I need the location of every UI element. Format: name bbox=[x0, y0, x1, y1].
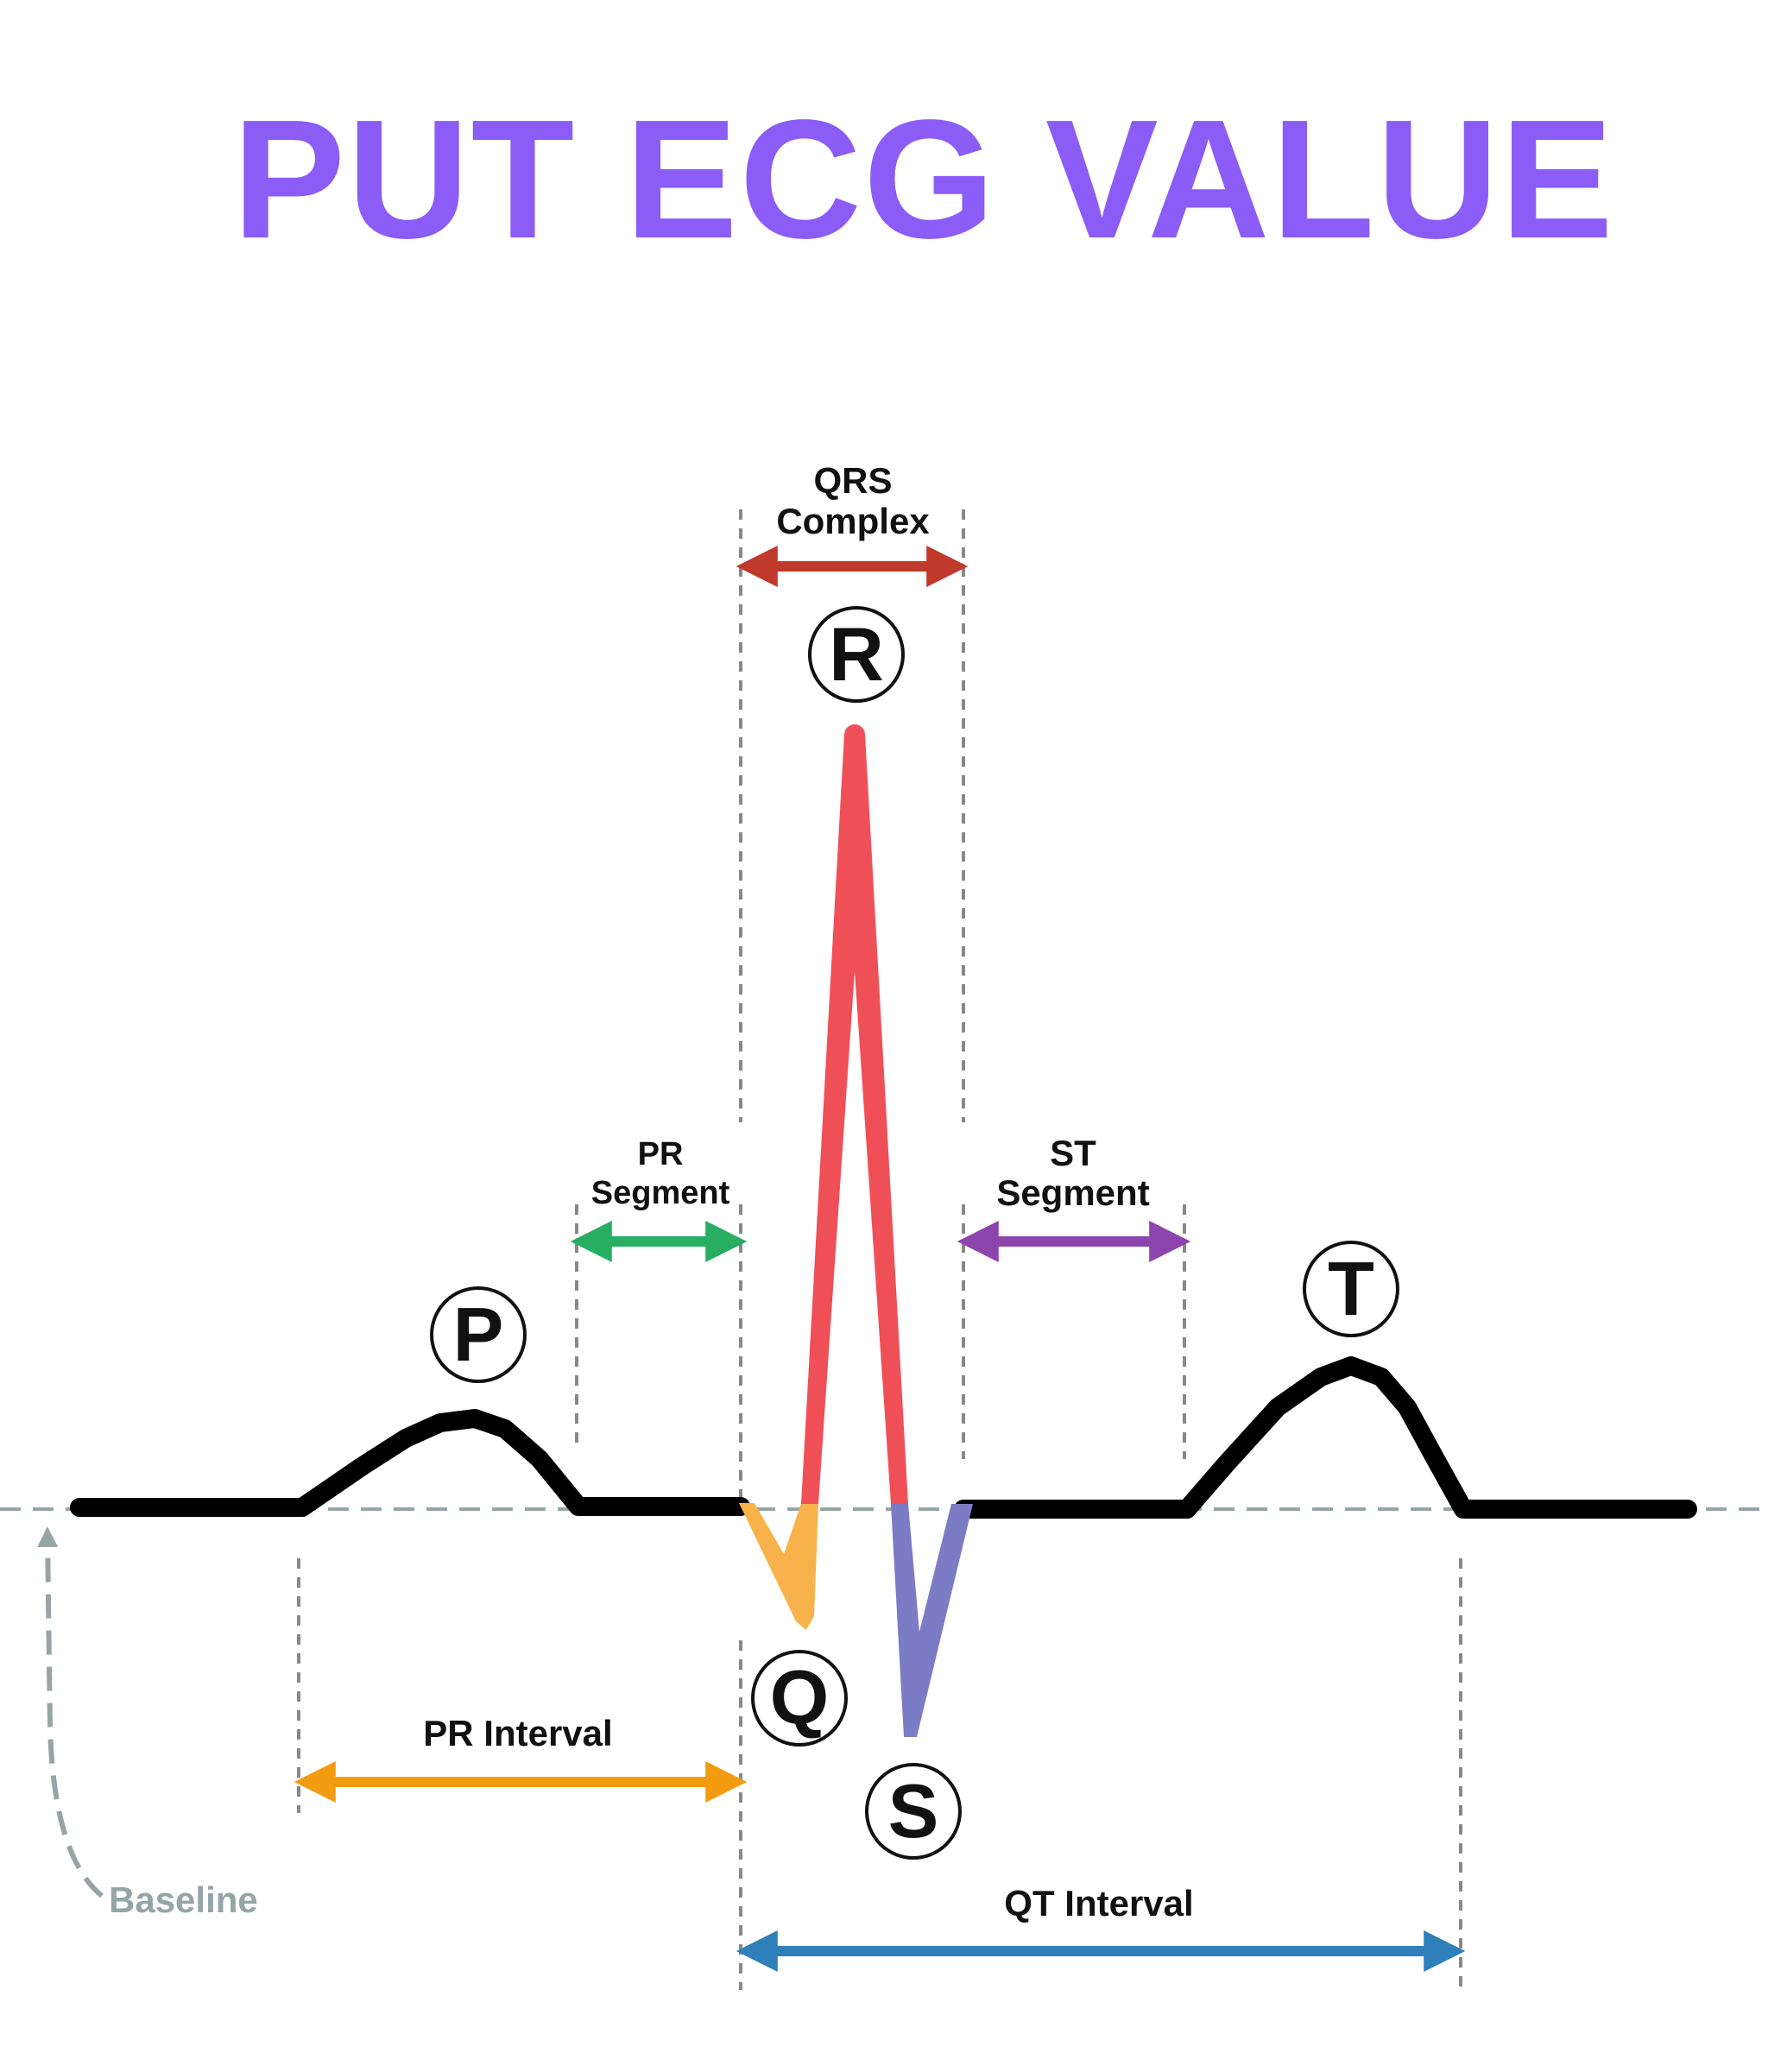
wave-label-r-circle bbox=[808, 606, 905, 703]
qrs-label-line1: QRS bbox=[813, 460, 892, 501]
baseline-pointer-arrow bbox=[37, 1526, 104, 1898]
s-wave bbox=[891, 1504, 973, 1737]
trace-after-s bbox=[954, 1356, 1697, 1519]
q-wave bbox=[739, 1503, 818, 1630]
wave-label-s-circle bbox=[865, 1763, 962, 1860]
wave-label-p-circle bbox=[430, 1286, 527, 1383]
qrs-label-line2: Complex bbox=[776, 501, 930, 541]
wave-label-t: T bbox=[1303, 1241, 1399, 1337]
wave-label-t-circle bbox=[1303, 1241, 1399, 1337]
r-wave-tip bbox=[844, 724, 865, 745]
trace-baseline-segments bbox=[70, 1409, 750, 1517]
pr-interval-label: PR Interval bbox=[423, 1713, 612, 1753]
qt-interval-label: QT Interval bbox=[1004, 1883, 1193, 1924]
st-segment-label-line1: ST bbox=[1050, 1133, 1096, 1173]
wave-label-t-text: T bbox=[1328, 1246, 1374, 1331]
r-wave bbox=[801, 734, 908, 1504]
baseline-label: Baseline bbox=[109, 1879, 258, 1920]
wave-label-s-text: S bbox=[888, 1768, 939, 1854]
pr-segment-label-line2: Segment bbox=[591, 1175, 730, 1211]
wave-label-p: P bbox=[430, 1286, 527, 1383]
wave-label-r-text: R bbox=[829, 611, 884, 697]
page-title: PUT ECG VALUE bbox=[232, 85, 1615, 274]
wave-label-q-circle bbox=[751, 1650, 848, 1747]
wave-label-p-text: P bbox=[453, 1292, 504, 1377]
wave-label-q-text: Q bbox=[770, 1654, 829, 1740]
wave-label-s: S bbox=[865, 1763, 962, 1860]
ecg-trace bbox=[70, 1356, 1697, 1519]
st-segment-label-line2: Segment bbox=[996, 1172, 1149, 1213]
wave-label-q: Q bbox=[751, 1650, 848, 1747]
wave-label-r: R bbox=[808, 606, 905, 703]
pr-segment-label-line1: PR bbox=[638, 1136, 684, 1172]
